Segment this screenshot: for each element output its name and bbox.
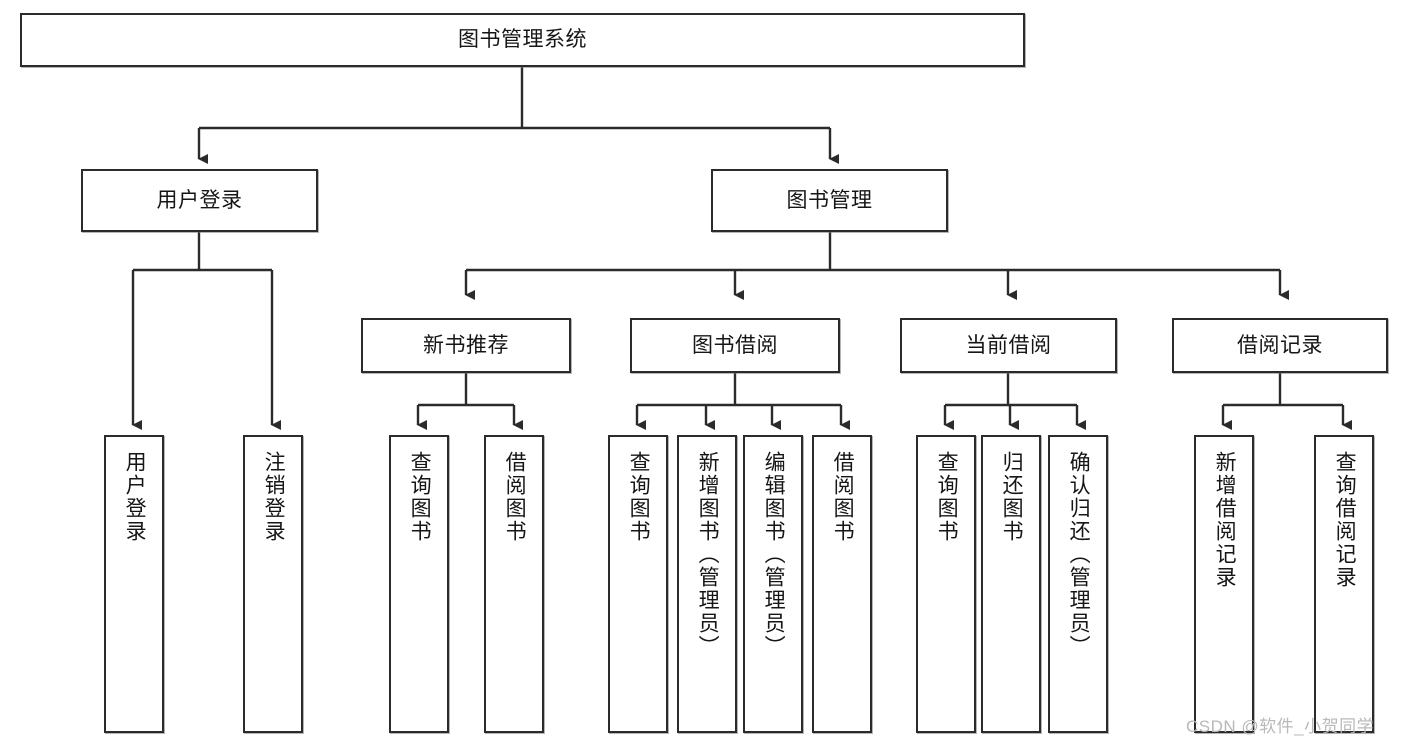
node-leaf-query-record[interactable]: 查询借阅记录 [1314, 435, 1374, 733]
node-user-login-label: 用户登录 [156, 188, 243, 212]
node-leaf-user-login-label: 用户登录 [123, 451, 147, 543]
node-leaf-add-record[interactable]: 新增借阅记录 [1194, 435, 1254, 733]
node-borrow-record[interactable]: 借阅记录 [1172, 318, 1388, 373]
node-leaf-query-book-3[interactable]: 查询图书 [916, 435, 976, 733]
node-leaf-borrow-book-1[interactable]: 借阅图书 [484, 435, 544, 733]
node-leaf-borrow-book-2[interactable]: 借阅图书 [812, 435, 872, 733]
node-leaf-logout-login-label: 注销登录 [262, 451, 286, 543]
node-current-borrow[interactable]: 当前借阅 [900, 318, 1117, 373]
node-leaf-logout-login[interactable]: 注销登录 [243, 435, 303, 733]
node-leaf-edit-book-label: 编辑图书（管理员） [762, 451, 786, 658]
node-leaf-query-book-2-label: 查询图书 [627, 451, 651, 543]
node-new-book-recommend-label: 新书推荐 [423, 333, 509, 357]
node-current-borrow-label: 当前借阅 [965, 333, 1052, 357]
node-leaf-return-book[interactable]: 归还图书 [981, 435, 1041, 733]
node-leaf-query-book-3-label: 查询图书 [935, 451, 959, 543]
node-leaf-borrow-book-1-label: 借阅图书 [503, 451, 527, 543]
node-leaf-add-record-label: 新增借阅记录 [1213, 451, 1237, 589]
node-leaf-add-book[interactable]: 新增图书（管理员） [677, 435, 737, 733]
node-leaf-confirm-return-label: 确认归还（管理员） [1067, 451, 1091, 658]
node-root-label: 图书管理系统 [458, 28, 587, 52]
node-leaf-confirm-return[interactable]: 确认归还（管理员） [1048, 435, 1108, 733]
node-book-manage[interactable]: 图书管理 [711, 169, 948, 232]
node-user-login[interactable]: 用户登录 [81, 169, 318, 232]
node-leaf-return-book-label: 归还图书 [1000, 451, 1024, 543]
node-book-borrow-label: 图书借阅 [692, 333, 778, 357]
csdn-watermark: CSDN @软件_小贺同学 [1186, 717, 1375, 736]
node-book-borrow[interactable]: 图书借阅 [630, 318, 840, 373]
node-leaf-edit-book[interactable]: 编辑图书（管理员） [743, 435, 803, 733]
node-leaf-query-record-label: 查询借阅记录 [1333, 451, 1357, 589]
node-book-manage-label: 图书管理 [786, 188, 873, 212]
node-leaf-query-book-1[interactable]: 查询图书 [389, 435, 449, 733]
node-leaf-user-login[interactable]: 用户登录 [104, 435, 164, 733]
node-leaf-query-book-2[interactable]: 查询图书 [608, 435, 668, 733]
node-borrow-record-label: 借阅记录 [1237, 333, 1323, 357]
node-leaf-query-book-1-label: 查询图书 [408, 451, 432, 543]
node-root[interactable]: 图书管理系统 [20, 13, 1025, 67]
node-leaf-borrow-book-2-label: 借阅图书 [831, 451, 855, 543]
node-leaf-add-book-label: 新增图书（管理员） [696, 451, 720, 658]
node-new-book-recommend[interactable]: 新书推荐 [361, 318, 571, 373]
